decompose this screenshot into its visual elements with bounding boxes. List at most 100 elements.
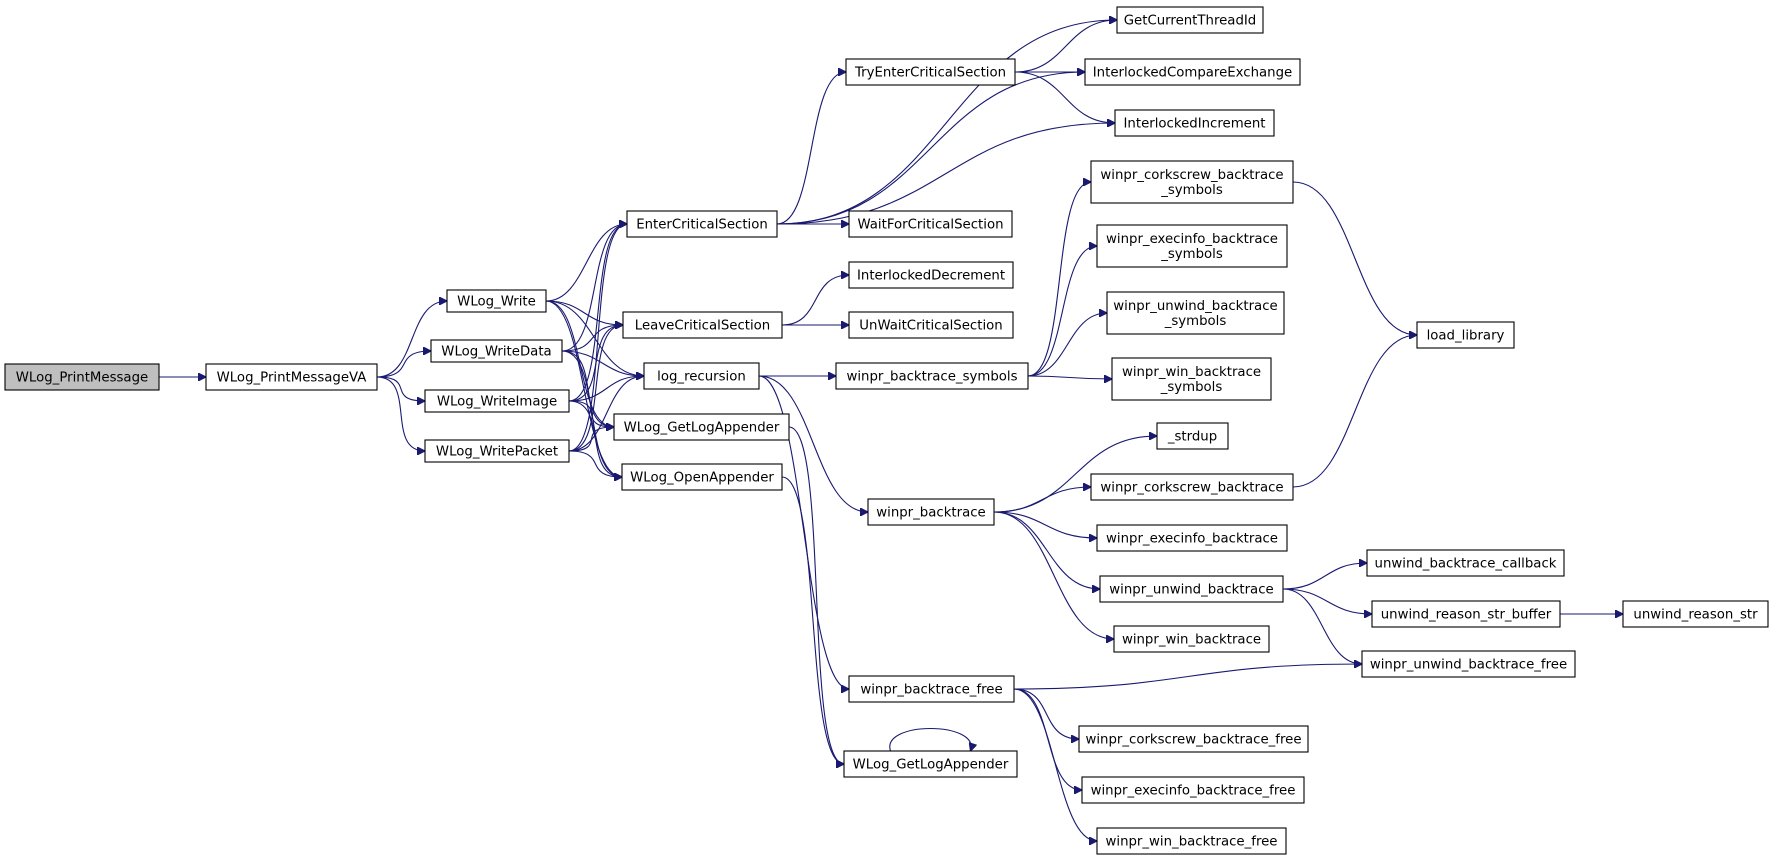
node-tryentercriticalsection[interactable]: TryEnterCriticalSection — [845, 58, 1016, 86]
node-box — [424, 439, 570, 463]
node-wlog-getlogappender[interactable]: WLog_GetLogAppender — [843, 750, 1018, 778]
edge-entercriticalsection-to-tryentercriticalsection — [776, 72, 846, 225]
node-leavecriticalsection[interactable]: LeaveCriticalSection — [622, 311, 783, 339]
edge-path — [993, 511, 1097, 538]
node-label: log_recursion — [657, 370, 746, 385]
node-interlockedcompareexchange[interactable]: InterlockedCompareExchange — [1084, 58, 1301, 86]
node-box — [1078, 725, 1309, 753]
edge-path — [1014, 20, 1117, 73]
node-wlog-printmessage[interactable]: WLog_PrintMessage — [4, 363, 160, 391]
node-label: InterlockedCompareExchange — [1093, 66, 1293, 81]
edge-entercriticalsection-to-getcurrentthreadid — [776, 20, 1117, 225]
node-winpr-execinfo-backtrace[interactable]: winpr_execinfo_backtrace — [1096, 524, 1288, 552]
node-label: WLog_OpenAppender — [630, 471, 774, 486]
edge-wlog-writepacket-to-log-recursion — [568, 376, 644, 452]
edge-path — [1027, 182, 1091, 377]
edge-path — [1013, 664, 1362, 690]
node-label: _strdup — [1167, 430, 1217, 445]
node-log-recursion[interactable]: log_recursion — [643, 362, 760, 390]
edge-winpr-unwind-backtrace-to-unwind-backtrace-callback — [1282, 563, 1367, 590]
node-winpr-backtrace[interactable]: winpr_backtrace — [867, 498, 995, 526]
node-winpr-corkscrew-backtrace-symbols[interactable]: winpr_corkscrew_backtrace_symbols — [1090, 160, 1294, 204]
node-label: _symbols — [1160, 247, 1223, 262]
edge-wlog-writeimage-to-wlog-getlogappender — [568, 400, 614, 427]
node-label: _symbols — [1164, 314, 1227, 329]
edge-log-recursion-to-winpr-backtrace — [758, 375, 868, 512]
node-label: WaitForCriticalSection — [857, 218, 1003, 233]
node-box — [1366, 549, 1565, 577]
node-label: winpr_backtrace — [876, 506, 985, 521]
edge-path — [376, 376, 425, 401]
node-wlog-openappender[interactable]: WLog_OpenAppender — [621, 463, 783, 491]
edge-path — [776, 123, 1115, 225]
edge-wlog-writepacket-to-leavecriticalsection — [568, 325, 623, 452]
edge-wlog-printmessageva-to-wlog-writeimage — [376, 376, 425, 401]
edge-wlog-writepacket-to-wlog-openappender — [568, 450, 622, 477]
edge-winpr-backtrace-to-winpr-execinfo-backtrace — [993, 511, 1097, 538]
node-load-library[interactable]: load_library — [1416, 321, 1515, 349]
node-label: winpr_backtrace_free — [860, 683, 1002, 698]
node-wlog-getlogappender[interactable]: WLog_GetLogAppender — [613, 413, 790, 441]
node-label: winpr_corkscrew_backtrace — [1100, 481, 1283, 496]
edge-path — [561, 325, 623, 352]
edge-winpr-unwind-backtrace-to-winpr-unwind-backtrace-free — [1282, 588, 1362, 664]
node-winpr-corkscrew-backtrace-free[interactable]: winpr_corkscrew_backtrace_free — [1078, 725, 1309, 753]
node-wlog-write[interactable]: WLog_Write — [446, 289, 547, 313]
edge-winpr-backtrace-symbols-to-winpr-execinfo-backtrace-symbols — [1027, 246, 1097, 377]
node-winpr-execinfo-backtrace-symbols[interactable]: winpr_execinfo_backtrace_symbols — [1096, 224, 1288, 268]
node-box — [1090, 160, 1294, 204]
node-label: winpr_unwind_backtrace — [1113, 299, 1277, 314]
node-label: winpr_execinfo_backtrace — [1106, 532, 1278, 547]
node-winpr-win-backtrace-free[interactable]: winpr_win_backtrace_free — [1096, 827, 1287, 855]
node-label: _symbols — [1160, 183, 1223, 198]
node-box — [1096, 827, 1287, 855]
node-box — [205, 363, 378, 391]
node-winpr-unwind-backtrace-symbols[interactable]: winpr_unwind_backtrace_symbols — [1106, 291, 1285, 335]
node-waitforcriticalsection[interactable]: WaitForCriticalSection — [848, 210, 1013, 238]
node-label: TryEnterCriticalSection — [854, 66, 1006, 81]
node-unwind-reason-str-buffer[interactable]: unwind_reason_str_buffer — [1371, 600, 1561, 628]
edge-path — [568, 400, 614, 427]
edge-path — [1027, 376, 1112, 379]
node-unwind-reason-str[interactable]: unwind_reason_str — [1622, 600, 1769, 628]
node-box — [1106, 291, 1285, 335]
node-strdup[interactable]: _strdup — [1156, 422, 1229, 450]
node-label: winpr_corkscrew_backtrace — [1100, 168, 1283, 183]
node-label: UnWaitCriticalSection — [859, 319, 1002, 334]
node-winpr-backtrace-free[interactable]: winpr_backtrace_free — [848, 675, 1015, 703]
node-winpr-corkscrew-backtrace[interactable]: winpr_corkscrew_backtrace — [1090, 473, 1294, 501]
node-wlog-writedata[interactable]: WLog_WriteData — [430, 339, 563, 363]
edge-path — [993, 511, 1114, 639]
node-wlog-writeimage[interactable]: WLog_WriteImage — [424, 389, 570, 413]
node-label: InterlockedIncrement — [1124, 117, 1266, 132]
edge-path — [1013, 688, 1079, 739]
node-box — [1371, 600, 1561, 628]
node-interlockeddecrement[interactable]: InterlockedDecrement — [848, 261, 1014, 289]
node-winpr-win-backtrace-symbols[interactable]: winpr_win_backtrace_symbols — [1111, 357, 1272, 401]
node-winpr-win-backtrace[interactable]: winpr_win_backtrace — [1113, 625, 1270, 653]
edge-wlog-writepacket-to-entercriticalsection — [568, 224, 627, 452]
node-interlockedincrement[interactable]: InterlockedIncrement — [1114, 109, 1275, 137]
node-winpr-execinfo-backtrace-free[interactable]: winpr_execinfo_backtrace_free — [1081, 776, 1305, 804]
node-wlog-writepacket[interactable]: WLog_WritePacket — [424, 439, 570, 463]
node-box — [1111, 357, 1272, 401]
node-box — [867, 498, 995, 526]
node-winpr-unwind-backtrace[interactable]: winpr_unwind_backtrace — [1099, 575, 1284, 603]
node-wlog-printmessageva[interactable]: WLog_PrintMessageVA — [205, 363, 378, 391]
edge-path — [568, 376, 644, 452]
node-entercriticalsection[interactable]: EnterCriticalSection — [626, 210, 778, 238]
edge-path — [545, 300, 623, 325]
node-winpr-backtrace-symbols[interactable]: winpr_backtrace_symbols — [835, 362, 1029, 390]
node-label: _symbols — [1160, 380, 1223, 395]
node-box — [626, 210, 778, 238]
edge-path — [993, 511, 1100, 589]
edge-wlog-openappender-to-wlog-getlogappender — [781, 476, 844, 764]
node-unwind-backtrace-callback[interactable]: unwind_backtrace_callback — [1366, 549, 1565, 577]
node-winpr-unwind-backtrace-free[interactable]: winpr_unwind_backtrace_free — [1361, 650, 1576, 678]
edge-path — [776, 20, 1117, 225]
edge-wlog-writeimage-to-entercriticalsection — [568, 224, 627, 402]
edge-path — [1027, 313, 1107, 377]
node-getcurrentthreadid[interactable]: GetCurrentThreadId — [1116, 6, 1264, 34]
edge-path — [568, 450, 622, 477]
node-unwaitcriticalsection[interactable]: UnWaitCriticalSection — [848, 311, 1014, 339]
